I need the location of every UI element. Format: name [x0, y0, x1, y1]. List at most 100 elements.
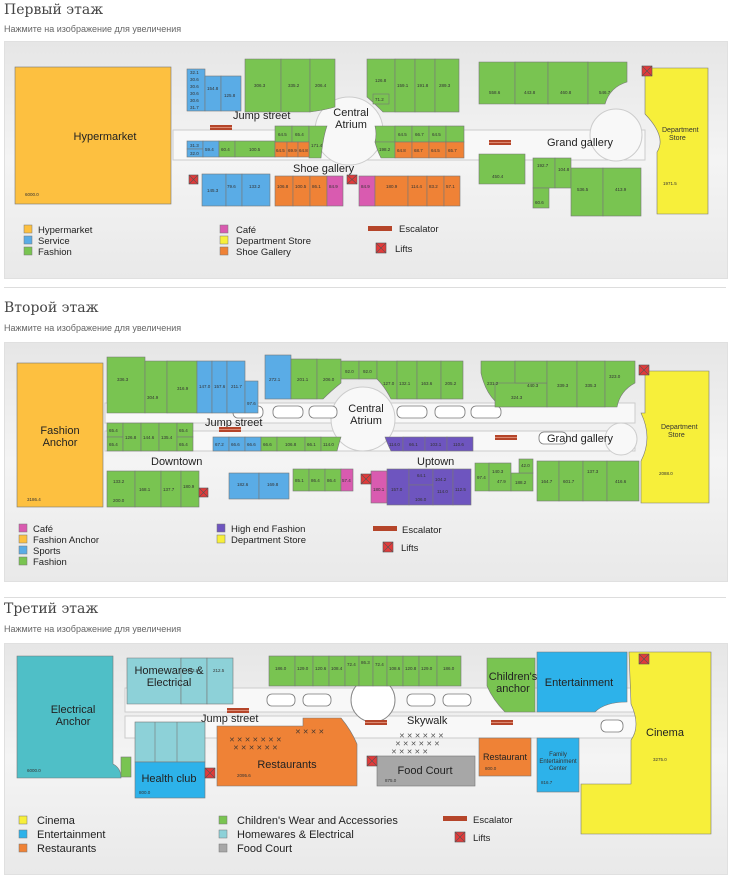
floor-1-map[interactable]: Hypermarket 6000.0 32.1 30.6 30.6 30.6 3…	[4, 41, 728, 279]
left-inner-row[interactable]: 64.5 65.4 171.4 31.3 32.0 59.4 60.4 100.…	[186, 125, 328, 159]
svg-text:Cinema: Cinema	[646, 727, 685, 739]
right-bottom-row[interactable]: 84.9 180.9 114.4 83.2 57.1	[358, 175, 461, 207]
svg-text:106.8: 106.8	[285, 442, 297, 447]
svg-text:64.8: 64.8	[299, 148, 308, 153]
svg-text:336.3: 336.3	[117, 377, 129, 382]
floor-2-map[interactable]: Fashion Anchor 3186.4 336.3 304.9 316.9 …	[4, 342, 728, 582]
svg-text:66.1: 66.1	[307, 442, 316, 447]
top-center-units[interactable]: 272.1 201.1 206.0 92.0 92.0 127.0 132.1 …	[264, 354, 464, 400]
svg-text:180.9: 180.9	[183, 484, 195, 489]
svg-text:Jump street: Jump street	[205, 417, 262, 429]
childrens-anchor-unit[interactable]	[486, 657, 536, 713]
food-court-unit[interactable]: Food Court 875.0 ✕ ✕ ✕ ✕ ✕ ✕✕ ✕ ✕ ✕ ✕ ✕✕…	[376, 733, 476, 787]
svg-text:Jump street: Jump street	[201, 713, 258, 725]
svg-text:Uptown: Uptown	[417, 456, 454, 468]
svg-text:100.5: 100.5	[295, 184, 307, 189]
svg-text:57.4: 57.4	[342, 478, 351, 483]
svg-text:212.5: 212.5	[213, 668, 225, 673]
svg-text:Department: Department	[662, 127, 699, 134]
svg-text:304.9: 304.9	[147, 395, 159, 400]
homewares-units[interactable]: Homewares & Electrical 173.9 212.5	[126, 657, 234, 705]
svg-text:147.0: 147.0	[199, 384, 211, 389]
grand-gallery-units[interactable]: 558.6 443.8 460.8 546.7 450.4 192.7 104.…	[478, 61, 642, 217]
svg-text:Entertainment: Entertainment	[545, 677, 613, 689]
svg-text:335.2: 335.2	[288, 83, 300, 88]
small-unit[interactable]	[120, 756, 132, 778]
entertainment-unit[interactable]	[536, 651, 628, 713]
cinema-unit[interactable]	[580, 651, 712, 835]
svg-text:Department Store: Department Store	[236, 236, 311, 247]
svg-text:Grand gallery: Grand gallery	[547, 433, 614, 445]
svg-text:72.4: 72.4	[347, 662, 356, 667]
high-end-bottom[interactable]: 180.1 157.0 106.0 64.1 114.0 112.5 104.2	[370, 468, 472, 506]
svg-text:64.8: 64.8	[397, 148, 406, 153]
shoe-gallery-label: Shoe gallery	[293, 163, 355, 175]
top-green-strip[interactable]: 186.0 129.0 120.6 108.4 72.4 86.3 72.4 1…	[268, 655, 462, 687]
svg-text:65.7: 65.7	[448, 148, 457, 153]
svg-text:Escalator: Escalator	[399, 224, 439, 235]
svg-text:440.3: 440.3	[527, 383, 539, 388]
svg-text:Children's: Children's	[489, 671, 538, 683]
fashion-anchor-unit[interactable]	[16, 362, 104, 508]
svg-text:Lifts: Lifts	[395, 244, 413, 255]
svg-text:108.4: 108.4	[331, 666, 343, 671]
electrical-anchor-unit[interactable]	[16, 655, 122, 779]
svg-text:206.0: 206.0	[323, 377, 335, 382]
svg-text:85.1: 85.1	[295, 478, 304, 483]
svg-text:57.1: 57.1	[446, 184, 455, 189]
svg-text:64.1: 64.1	[417, 473, 426, 478]
svg-text:64.5: 64.5	[398, 132, 407, 137]
floor-3-map[interactable]: Electrical Anchor 6000.0 Homewares & Ele…	[4, 643, 728, 875]
lifts-icon	[198, 364, 650, 498]
svg-text:31.3: 31.3	[190, 143, 199, 148]
svg-text:Health club: Health club	[141, 773, 196, 785]
downtown-units[interactable]: 65.4 65.4 126.8 144.6 135.4 65.4 65.4 67…	[106, 422, 342, 452]
svg-text:Atrium: Atrium	[350, 415, 382, 427]
restaurants-unit[interactable]: Restaurants 2095.6 ✕ ✕ ✕ ✕ ✕ ✕ ✕✕ ✕ ✕ ✕ …	[216, 717, 358, 787]
svg-text:186.0: 186.0	[275, 666, 287, 671]
svg-text:30.6: 30.6	[190, 77, 199, 82]
svg-text:Lifts: Lifts	[401, 543, 419, 554]
left-bottom-row[interactable]: 145.3 79.6 133.2 106.8 100.5 86.1 84.9	[201, 173, 344, 207]
svg-text:180.1: 180.1	[373, 487, 385, 492]
svg-text:339.3: 339.3	[557, 383, 569, 388]
hypermarket-unit[interactable]	[14, 66, 172, 205]
top-right-fashion[interactable]: 231.2 324.3 440.3 339.3 335.3 323.0	[480, 360, 636, 408]
top-left-fashion[interactable]: 336.3 304.9 316.9 147.0 157.6 211.7 97.6	[106, 356, 259, 414]
svg-text:Downtown: Downtown	[151, 456, 202, 468]
family-center-unit[interactable]	[536, 737, 580, 793]
svg-text:✕ ✕ ✕ ✕ ✕ ✕: ✕ ✕ ✕ ✕ ✕ ✕	[395, 741, 440, 748]
seating-icon: ✕ ✕ ✕ ✕ ✕ ✕ ✕✕ ✕ ✕ ✕ ✕ ✕✕ ✕ ✕ ✕	[229, 729, 324, 752]
right-inner-row[interactable]: 64.5 66.7 64.5 65.1 198.2 64.8 68.7 64.5…	[374, 125, 465, 159]
right-fashion-top[interactable]: 126.8 159.1 191.8 289.3 71.2	[366, 58, 460, 113]
svg-text:Escalator: Escalator	[402, 525, 442, 536]
left-fashion-top[interactable]: 306.3 335.2 206.4	[244, 58, 336, 113]
svg-text:157.6: 157.6	[214, 384, 226, 389]
svg-text:47.9: 47.9	[497, 479, 506, 484]
svg-text:High end Fashion: High end Fashion	[231, 524, 305, 535]
right-mid-units[interactable]: 97.4 140.3 47.9 188.2 42.0 164.7 601.7 1…	[474, 458, 640, 502]
department-store-unit[interactable]	[644, 67, 709, 215]
department-store-unit[interactable]	[640, 370, 710, 504]
svg-text:Restaurant: Restaurant	[483, 752, 528, 762]
svg-text:64.5: 64.5	[431, 148, 440, 153]
svg-text:Hypermarket: Hypermarket	[38, 225, 93, 236]
svg-text:32.1: 32.1	[190, 70, 199, 75]
svg-text:66.6: 66.6	[231, 442, 240, 447]
high-end-top[interactable]: 114.0 66.1 103.1 110.6	[384, 436, 474, 452]
svg-text:Central: Central	[348, 403, 383, 415]
service-column[interactable]: 32.1 30.6 30.6 30.6 30.6 31.7 154.8 125.…	[186, 68, 242, 112]
floor-title: Первый этаж	[4, 2, 104, 18]
svg-text:Department: Department	[661, 424, 698, 431]
svg-text:114.0: 114.0	[437, 489, 448, 494]
svg-text:42.0: 42.0	[521, 463, 530, 468]
svg-text:180.9: 180.9	[386, 184, 398, 189]
svg-text:108.6: 108.6	[389, 666, 401, 671]
svg-text:30.6: 30.6	[190, 98, 199, 103]
downtown-bottom[interactable]: 133.2 200.0 168.1 137.7 180.9 182.6 169.…	[106, 468, 354, 508]
health-club-unit[interactable]: Health club 800.0	[134, 721, 206, 799]
floor-2-section: Второй этаж Нажмите на изображение для у…	[0, 297, 732, 597]
svg-text:86.4: 86.4	[311, 478, 320, 483]
restaurant-unit[interactable]	[478, 737, 532, 777]
svg-text:1971.5: 1971.5	[663, 181, 677, 186]
